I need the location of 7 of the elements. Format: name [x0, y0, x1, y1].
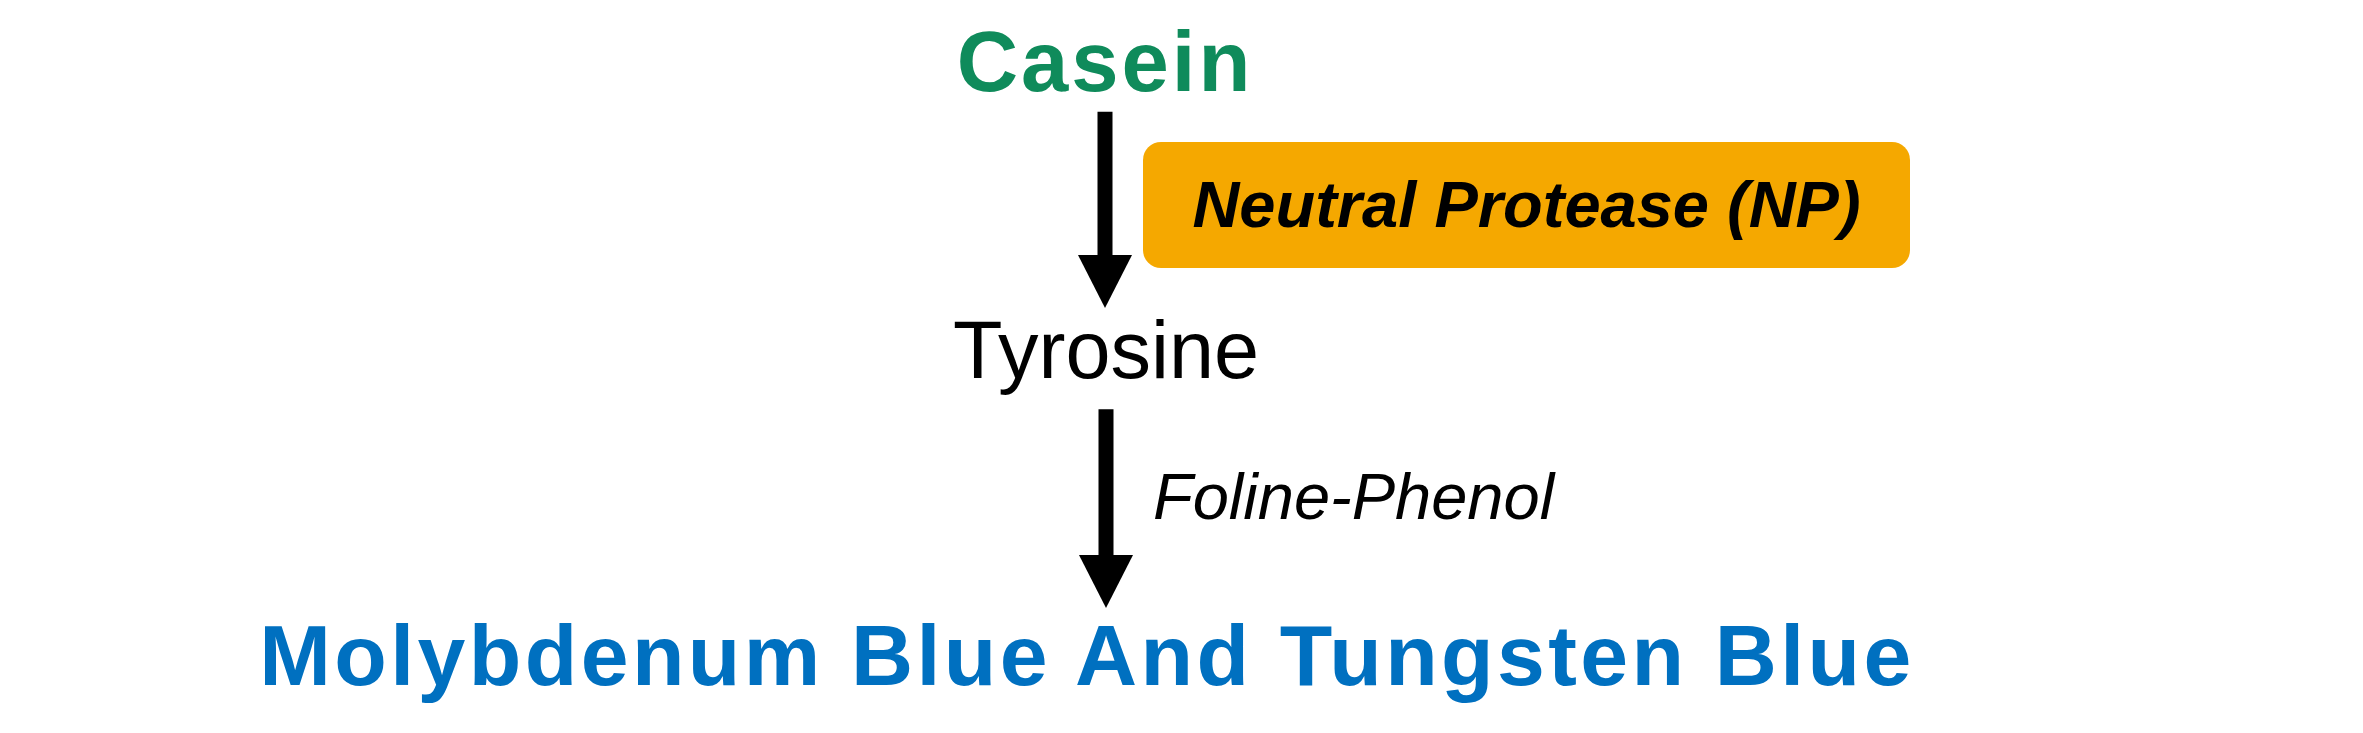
substance-label: Casein	[956, 19, 1254, 112]
enzyme-box	[1143, 142, 1910, 268]
enzyme-label: Neutral Protease (NP)	[1192, 169, 1861, 241]
substance-label: Tyrosine	[952, 310, 1260, 399]
product-label: Molybdenum Blue And Tungsten Blue	[259, 612, 1915, 706]
arrow	[1079, 409, 1133, 608]
arrow	[1078, 111, 1132, 308]
